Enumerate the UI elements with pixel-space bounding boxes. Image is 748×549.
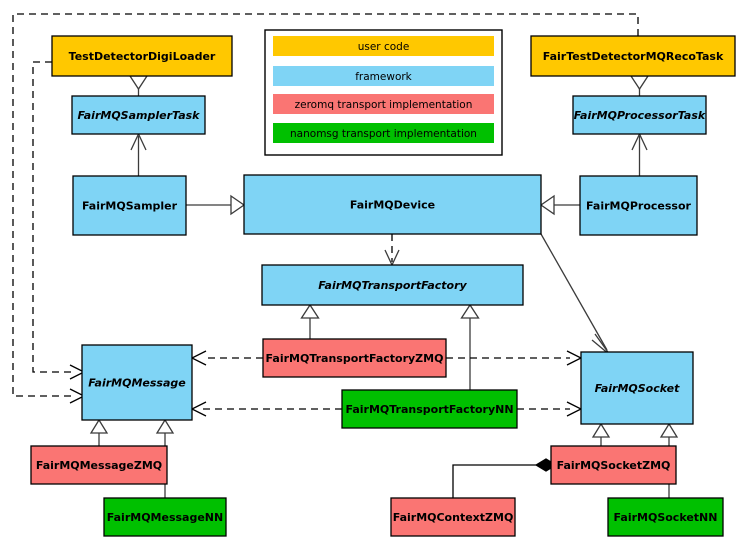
arrowhead-sampler-to-device: [230, 194, 246, 216]
node-FairMQDevice[interactable]: FairMQDevice: [243, 174, 542, 235]
edge-group-generalizations: [89, 75, 679, 498]
node-FairMQSampler[interactable]: FairMQSampler: [72, 175, 187, 236]
legend-label-zeromq: zeromq transport implementation: [295, 99, 473, 111]
node-box-FairMQMessage[interactable]: [81, 344, 193, 421]
node-label-FairMQTransportFactoryNN: FairMQTransportFactoryNN: [345, 403, 513, 416]
arrowhead-processor-to-device: [539, 194, 555, 216]
legend-label-user-code: user code: [358, 41, 410, 53]
node-label-FairMQMessageNN: FairMQMessageNN: [107, 511, 223, 524]
legend-swatch-zeromq: [273, 94, 494, 114]
arrowhead-messagezmq-to-message: [89, 418, 109, 434]
node-box-FairMQSocket[interactable]: [580, 351, 694, 425]
node-label-FairMQTransportFactoryZMQ: FairMQTransportFactoryZMQ: [266, 352, 444, 365]
node-box-FairMQSocketNN[interactable]: [607, 497, 724, 537]
node-box-FairMQSampler[interactable]: [72, 175, 187, 236]
node-FairTestDetectorMQRecoTask[interactable]: FairTestDetectorMQRecoTask: [530, 35, 736, 77]
node-box-FairMQMessageNN[interactable]: [103, 497, 227, 537]
node-label-FairMQSocketNN: FairMQSocketNN: [614, 511, 718, 524]
node-FairMQMessageNN[interactable]: FairMQMessageNN: [103, 497, 227, 537]
node-label-FairMQSocket: FairMQSocket: [595, 382, 681, 395]
edge-recotask-to-message: [12, 13, 639, 397]
node-label-FairMQSampler: FairMQSampler: [82, 200, 178, 213]
node-label-FairMQProcessor: FairMQProcessor: [586, 200, 691, 213]
arrowhead-tfnn-to-tf: [460, 303, 480, 319]
arrowhead-socketzmq-to-socket: [591, 422, 611, 438]
node-box-FairMQProcessor[interactable]: [579, 175, 698, 236]
node-box-FairTestDetectorMQRecoTask[interactable]: [530, 35, 736, 77]
node-label-FairMQProcessorTask: FairMQProcessorTask: [574, 109, 706, 122]
legend-label-nanomsg: nanomsg transport implementation: [290, 128, 477, 140]
node-box-FairMQContextZMQ[interactable]: [390, 497, 516, 537]
node-FairMQSocketNN[interactable]: FairMQSocketNN: [607, 497, 724, 537]
node-box-FairMQProcessorTask[interactable]: [572, 95, 707, 135]
node-FairMQTransportFactoryZMQ[interactable]: FairMQTransportFactoryZMQ: [262, 338, 447, 378]
edge-group-dependencies: [190, 234, 583, 417]
arrowhead-processortask-to-recotask: [629, 75, 650, 91]
node-TestDetectorDigiLoader[interactable]: TestDetectorDigiLoader: [51, 35, 233, 77]
arrowhead-samplertask-to-digiloader: [128, 75, 149, 91]
node-label-FairMQSamplerTask: FairMQSamplerTask: [78, 109, 201, 122]
node-box-FairMQTransportFactory[interactable]: [261, 264, 524, 306]
node-group: TestDetectorDigiLoader FairTestDetectorMQ…: [30, 35, 736, 537]
node-FairMQSocketZMQ[interactable]: FairMQSocketZMQ: [550, 445, 677, 485]
node-FairMQTransportFactory[interactable]: FairMQTransportFactory: [261, 264, 524, 306]
node-box-FairMQMessageZMQ[interactable]: [30, 445, 168, 485]
node-FairMQMessageZMQ[interactable]: FairMQMessageZMQ: [30, 445, 168, 485]
node-FairMQContextZMQ[interactable]: FairMQContextZMQ: [390, 497, 516, 537]
legend-swatch-nanomsg: [273, 123, 494, 143]
edge-contextzmq-to-socketzmq: [452, 464, 536, 498]
legend-swatch-framework: [273, 66, 494, 86]
node-label-FairMQMessageZMQ: FairMQMessageZMQ: [36, 459, 162, 472]
node-FairMQTransportFactoryNN[interactable]: FairMQTransportFactoryNN: [341, 389, 518, 429]
node-label-FairMQContextZMQ: FairMQContextZMQ: [393, 511, 514, 524]
node-label-FairMQDevice: FairMQDevice: [350, 199, 435, 212]
node-FairMQSocket[interactable]: FairMQSocket: [580, 351, 694, 425]
node-FairMQMessage[interactable]: FairMQMessage: [81, 344, 193, 421]
node-label-FairMQMessage: FairMQMessage: [88, 377, 186, 390]
node-box-FairMQTransportFactoryNN[interactable]: [341, 389, 518, 429]
node-FairMQProcessor[interactable]: FairMQProcessor: [579, 175, 698, 236]
node-label-FairTestDetectorMQRecoTask: FairTestDetectorMQRecoTask: [543, 50, 724, 63]
node-box-FairMQTransportFactoryZMQ[interactable]: [262, 338, 447, 378]
legend: user code framework zeromq transport imp…: [264, 29, 503, 156]
arrowhead-messagenn-to-message: [155, 418, 175, 434]
edge-digiloader-to-message: [32, 61, 74, 373]
node-label-FairMQTransportFactory: FairMQTransportFactory: [318, 279, 467, 292]
arrowhead-socketnn-to-socket: [659, 422, 679, 438]
arrowhead-tfzmq-to-tf: [300, 303, 320, 319]
node-label-FairMQSocketZMQ: FairMQSocketZMQ: [557, 459, 671, 472]
edge-device-to-socket: [540, 233, 608, 351]
legend-label-framework: framework: [355, 71, 412, 83]
node-label-TestDetectorDigiLoader: TestDetectorDigiLoader: [69, 50, 216, 63]
node-FairMQSamplerTask[interactable]: FairMQSamplerTask: [71, 95, 206, 135]
arrowhead-tfzmq-to-message: [190, 350, 207, 366]
node-box-FairMQSocketZMQ[interactable]: [550, 445, 677, 485]
node-FairMQProcessorTask[interactable]: FairMQProcessorTask: [572, 95, 707, 135]
node-box-FairMQSamplerTask[interactable]: [71, 95, 206, 135]
legend-swatch-user-code: [273, 36, 494, 56]
node-box-FairMQDevice[interactable]: [243, 174, 542, 235]
node-box-TestDetectorDigiLoader[interactable]: [51, 35, 233, 77]
